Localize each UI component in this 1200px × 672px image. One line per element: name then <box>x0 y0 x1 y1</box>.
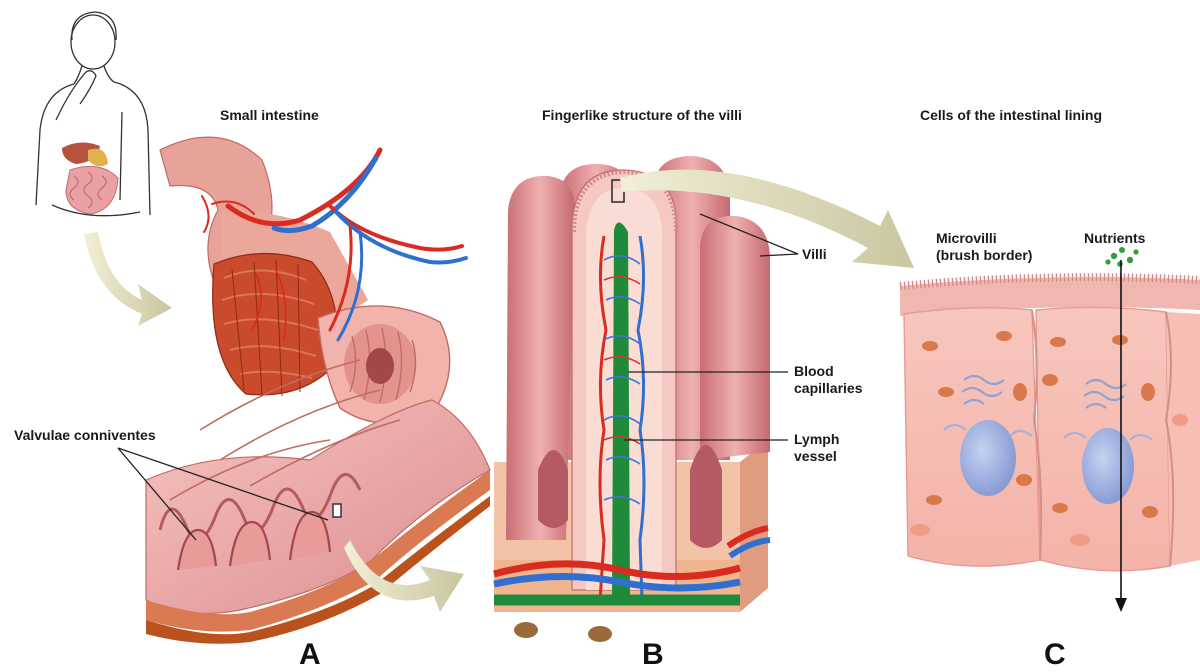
arrow-person-to-intestine <box>84 232 172 326</box>
label-valvulae-conniventes: Valvulae conniventes <box>14 427 156 444</box>
panel-letter-a: A <box>299 638 321 672</box>
label-lymph-vessel: Lymph vessel <box>794 431 839 465</box>
intestinal-cells <box>900 247 1200 612</box>
label-microvilli: Microvilli (brush border) <box>936 230 1032 264</box>
label-villi: Villi <box>802 246 827 263</box>
title-intestinal-lining: Cells of the intestinal lining <box>920 107 1102 123</box>
villi-block <box>494 156 770 642</box>
label-blood-capillaries: Blood capillaries <box>794 363 863 397</box>
nutrient-particles <box>1105 247 1138 267</box>
title-small-intestine: Small intestine <box>220 107 319 123</box>
organs-sketch <box>62 142 118 214</box>
title-villi-structure: Fingerlike structure of the villi <box>542 107 742 123</box>
intestine-tube <box>160 137 450 423</box>
label-nutrients: Nutrients <box>1084 230 1145 247</box>
panel-letter-c: C <box>1044 638 1066 672</box>
panel-letter-b: B <box>642 638 664 672</box>
